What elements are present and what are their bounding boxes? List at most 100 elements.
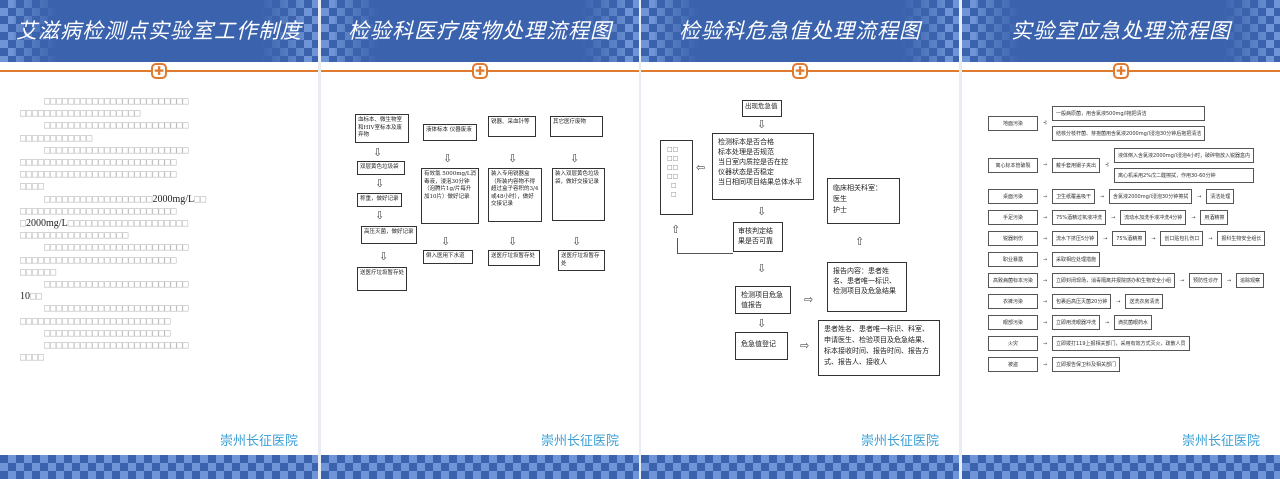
text: □: [20, 218, 27, 230]
panel-title: 检验科医疗废物处理流程图: [348, 19, 612, 43]
down-arrow-icon: ⇩: [441, 235, 451, 248]
category-box: 锐器刺伤: [988, 231, 1038, 246]
down-arrow-icon: ⇩: [757, 262, 767, 275]
step-box: 报科生物安全组长: [1217, 231, 1266, 246]
cross-icon: ✚: [1113, 63, 1129, 79]
arrow-icon: →: [1179, 277, 1185, 284]
arrow-icon: →: [1042, 193, 1048, 200]
flow-box: 锐器、采血针等: [488, 116, 536, 137]
flow-box: 倒入医用下水道: [423, 250, 473, 264]
text-line: □2000mg/L□□□□□□□□□□□□□□□□□□□□: [20, 218, 300, 230]
category-box: 离心标本管破裂: [988, 157, 1038, 173]
arrow-icon: →: [1042, 214, 1048, 221]
connector-line: [677, 238, 678, 254]
arrow-icon: →: [1042, 277, 1048, 284]
text-line: □□□□: [20, 181, 45, 193]
flow-box: 有效氯 5000mg/L消毒液，浸泡30分钟（泡腾片1g/片每升加10片）做好记…: [421, 168, 479, 224]
text: □□□□□□□□□□□□□□□□□□□□: [67, 218, 189, 230]
clinic-item: 临床相关科室：: [833, 184, 882, 192]
report-box: 检测项目危急值报告: [735, 286, 791, 314]
concentration: 2000mg/L: [152, 193, 195, 205]
up-arrow-icon: ⇧: [671, 223, 681, 236]
text: □□□□□□□□□□□□□□□□□□: [20, 193, 153, 205]
category-box: 地面污染: [988, 115, 1038, 131]
check-item: 检测标本是否合格: [718, 138, 774, 146]
step-box: 用酒精擦: [1200, 210, 1229, 225]
step-box: 卫生纸覆盖吸干: [1052, 189, 1096, 204]
text-line: □□□□□□□□□□□□□□□□□□□□□□□□: [20, 242, 189, 254]
step-box: 追踪观察: [1236, 273, 1265, 288]
category-box: 眼部污染: [988, 315, 1038, 330]
step-box: 立即拨打119上报相关部门，采用有效方式灭火，疏散人员: [1052, 336, 1190, 351]
text: □□: [30, 291, 43, 303]
text-line: □□□□□□□□□□□□□□□□□□□□□□□□□□: [20, 254, 177, 266]
step-box: 结核分枝杆菌、芽孢菌用含氯液2000mg/l浸泡30分钟后拖把清洁: [1052, 125, 1206, 141]
flow-row: 被盗→立即报告保卫科及相关部门: [988, 357, 1265, 372]
text-line: □□□□□□□□□□□□: [20, 132, 93, 144]
panel-3: 检验科危急值处理流程图✚崇州长征医院出现危急值⇩检测标本是否合格标本处理是否规范…: [641, 0, 959, 479]
footer-banner: [962, 455, 1280, 479]
category-box: 火灾: [988, 336, 1038, 351]
down-arrow-icon: ⇩: [508, 152, 518, 165]
text-line: □□□□□□□□□□□□□□□□□□□□□: [20, 327, 171, 339]
step-box: 一般病原菌，用含氯液500mg/l拖把清洁: [1052, 105, 1206, 121]
arrow-icon: →: [1042, 298, 1048, 305]
text-line: □□□□□□□□□□□□□□□□□□: [20, 230, 129, 242]
register-box: 危急值登记: [735, 332, 788, 360]
arrow-icon: →: [1111, 214, 1116, 221]
footer-banner: [641, 455, 959, 479]
arrow-icon: →: [1042, 340, 1048, 347]
flow-box: 液体标本 仪器废液: [423, 124, 477, 141]
text-line: □□□□□□□□□□□□□□□□□□□□□□□□: [20, 303, 189, 315]
clinic-item: 护士: [833, 206, 847, 214]
header-band: [14, 0, 304, 62]
arrow-icon: →: [1104, 319, 1110, 326]
arrow-icon: →: [1042, 256, 1048, 263]
check-item: 当日相同项目结果总体水平: [718, 178, 802, 186]
step-box: 立即封闭现场，消毒隔离并报院感办和生物安全小组: [1052, 273, 1176, 288]
arrow-icon: →: [1151, 235, 1156, 242]
down-arrow-icon: ⇩: [379, 250, 389, 263]
flow-box: 血标本、微生物室和HIV室标本及废弃物: [355, 114, 409, 143]
flow-row: 离心标本管破裂→戴手套用镊子夹出⊰液体倒入含氯液2000mg/l浸泡4小时，破碎…: [988, 147, 1265, 183]
text-line: □□□□: [20, 352, 45, 364]
header-banner: 实验室应急处理流程图: [962, 0, 1280, 62]
arrow-icon: →: [1116, 298, 1121, 305]
concentration: 2000mg/L: [26, 218, 68, 230]
arrow-icon: →: [1191, 214, 1196, 221]
step-box: 75%酒精过氧液冲洗: [1052, 210, 1107, 225]
step-box: 采取相应处理措施: [1052, 252, 1101, 267]
emergency-flowchart: 地面污染⊰一般病原菌，用含氯液500mg/l拖把清洁结核分枝杆菌、芽孢菌用含氯液…: [988, 105, 1266, 378]
flow-row: 职业暴露→采取相应处理措施: [988, 252, 1265, 267]
left-arrow-icon: ⇦: [696, 161, 706, 174]
right-arrow-icon: ⇨: [800, 339, 810, 352]
check-item: 仪器状态是否稳定: [718, 168, 774, 176]
step-box: 包裹后高压灭菌20分钟: [1052, 294, 1112, 309]
step-box: 预防性诊疗: [1189, 273, 1223, 288]
footer-banner: [0, 455, 318, 479]
flow-row: 地面污染⊰一般病原菌，用含氯液500mg/l拖把清洁结核分枝杆菌、芽孢菌用含氯液…: [988, 105, 1265, 141]
step-box: 戴手套用镊子夹出: [1052, 157, 1101, 173]
text-line: □□□□□□□□□□□□□□□□□□□□□□□□: [20, 120, 189, 132]
header-banner: 检验科医疗废物处理流程图: [321, 0, 639, 62]
hospital-logo: 崇州长征医院: [1181, 434, 1260, 449]
step-box: 75%酒精擦: [1112, 231, 1147, 246]
step-box: 流动水加洗手液冲洗4分钟: [1120, 210, 1187, 225]
text-line: □□□□□□□□□□□□□□□□□□□□□□□□: [20, 340, 189, 352]
text-line: □□□□□□□□□□□□□□□□□□□□□□□□□□: [20, 205, 177, 217]
flow-row: 高致病菌标本污染→立即封闭现场，消毒隔离并报院感办和生物安全小组→预防性诊疗→追…: [988, 273, 1265, 288]
header-band: [655, 0, 945, 62]
flow-row: 桌面污染→卫生纸覆盖吸干→含氯液2000mg/l浸泡30分钟擦拭→清洁处理: [988, 189, 1265, 204]
down-arrow-icon: ⇩: [443, 152, 453, 165]
flow-box: 装入双层黄色垃圾袋，做好交接记录: [552, 168, 605, 221]
panel-1: 艾滋病检测点实验室工作制度✚崇州长征医院 □□□□□□□□□□□□□□□□□□□…: [0, 0, 318, 479]
text-line: □□□□□□□□□□□□□□□□□□□□: [20, 108, 141, 120]
flow-box: 装入专用锐器盒（所装内容物不得超过盒子容积的3/4或48小时），做好交接记录: [488, 168, 542, 222]
footer-banner: [321, 455, 639, 479]
hospital-logo: 崇州长征医院: [860, 434, 939, 449]
arrow-icon: →: [1042, 235, 1048, 242]
clinic-item: 医生: [833, 195, 847, 203]
flow-box: 送医疗垃圾暂存处: [488, 250, 540, 266]
category-box: 衣裤污染: [988, 294, 1038, 309]
text-line: □□□□□□□□□□□□□□□□□□□□□□□□□□: [20, 157, 177, 169]
